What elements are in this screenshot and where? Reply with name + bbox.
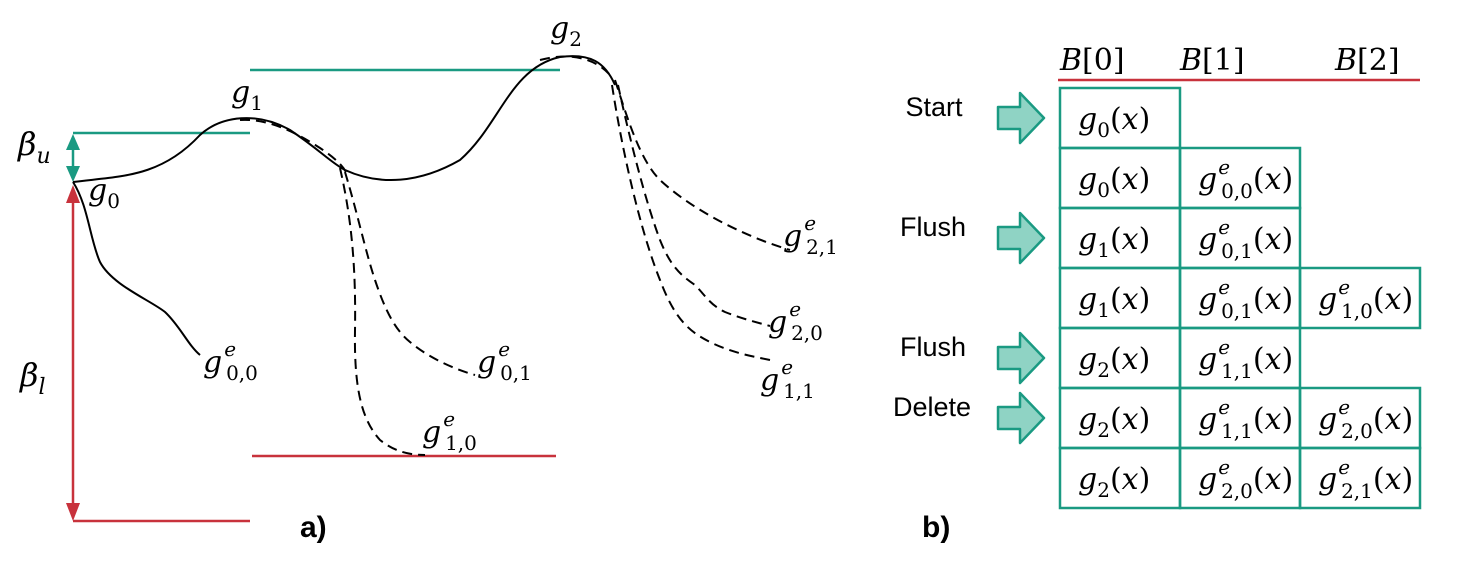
step-delete: Delete [893, 391, 1046, 445]
header-b1: B[1] [1179, 43, 1245, 78]
step-flush: Flush [900, 331, 1046, 385]
branch-g10 [339, 167, 426, 456]
cell-g: g2(x) [1078, 462, 1150, 502]
step-label: Delete [893, 392, 971, 422]
beta-l-label: βl [19, 356, 46, 400]
cell-g: g0(x) [1078, 162, 1150, 202]
g0-label: g0 [88, 173, 120, 213]
step-label: Flush [900, 212, 966, 242]
step-start: Start [905, 91, 1046, 145]
right-arrow-icon [996, 391, 1046, 445]
branch-g20 [617, 84, 771, 327]
branch-g01 [344, 171, 476, 376]
branch-g21 [614, 79, 791, 251]
step-label: Start [905, 92, 963, 122]
cell-g: g2(x) [1078, 342, 1150, 382]
table-row: g0(x) [1058, 86, 1182, 150]
right-arrow-icon [996, 211, 1046, 265]
cell-g: g1(x) [1078, 222, 1150, 262]
beta-l-arrow [66, 185, 80, 521]
cell-g: g0(x) [1078, 102, 1150, 142]
right-arrow-icon [996, 91, 1046, 145]
g2-label: g2 [550, 11, 582, 51]
table-headers: B[0] B[1] B[2] [1059, 43, 1400, 78]
cell-g: g1(x) [1078, 282, 1150, 322]
beta-u-label: βu [17, 125, 51, 169]
table-cell-border [1298, 446, 1422, 510]
cell-g: g2(x) [1078, 402, 1150, 442]
branch-g00 [72, 181, 201, 356]
step-label: Flush [900, 332, 966, 362]
panel-a-label: a) [300, 511, 327, 544]
header-b0: B[0] [1059, 43, 1125, 78]
header-b2: B[2] [1334, 43, 1400, 78]
table-cell-border [1298, 266, 1422, 330]
dashed-overlay-g1 [239, 118, 347, 173]
right-arrow-icon [996, 331, 1046, 385]
g1-label: g1 [231, 75, 263, 115]
panel-b-label: b) [922, 511, 950, 544]
beta-u-arrow [66, 134, 80, 182]
dashed-overlay-g2 [539, 55, 611, 76]
step-flush: Flush [900, 211, 1046, 265]
main-trajectory-curve [72, 55, 616, 183]
